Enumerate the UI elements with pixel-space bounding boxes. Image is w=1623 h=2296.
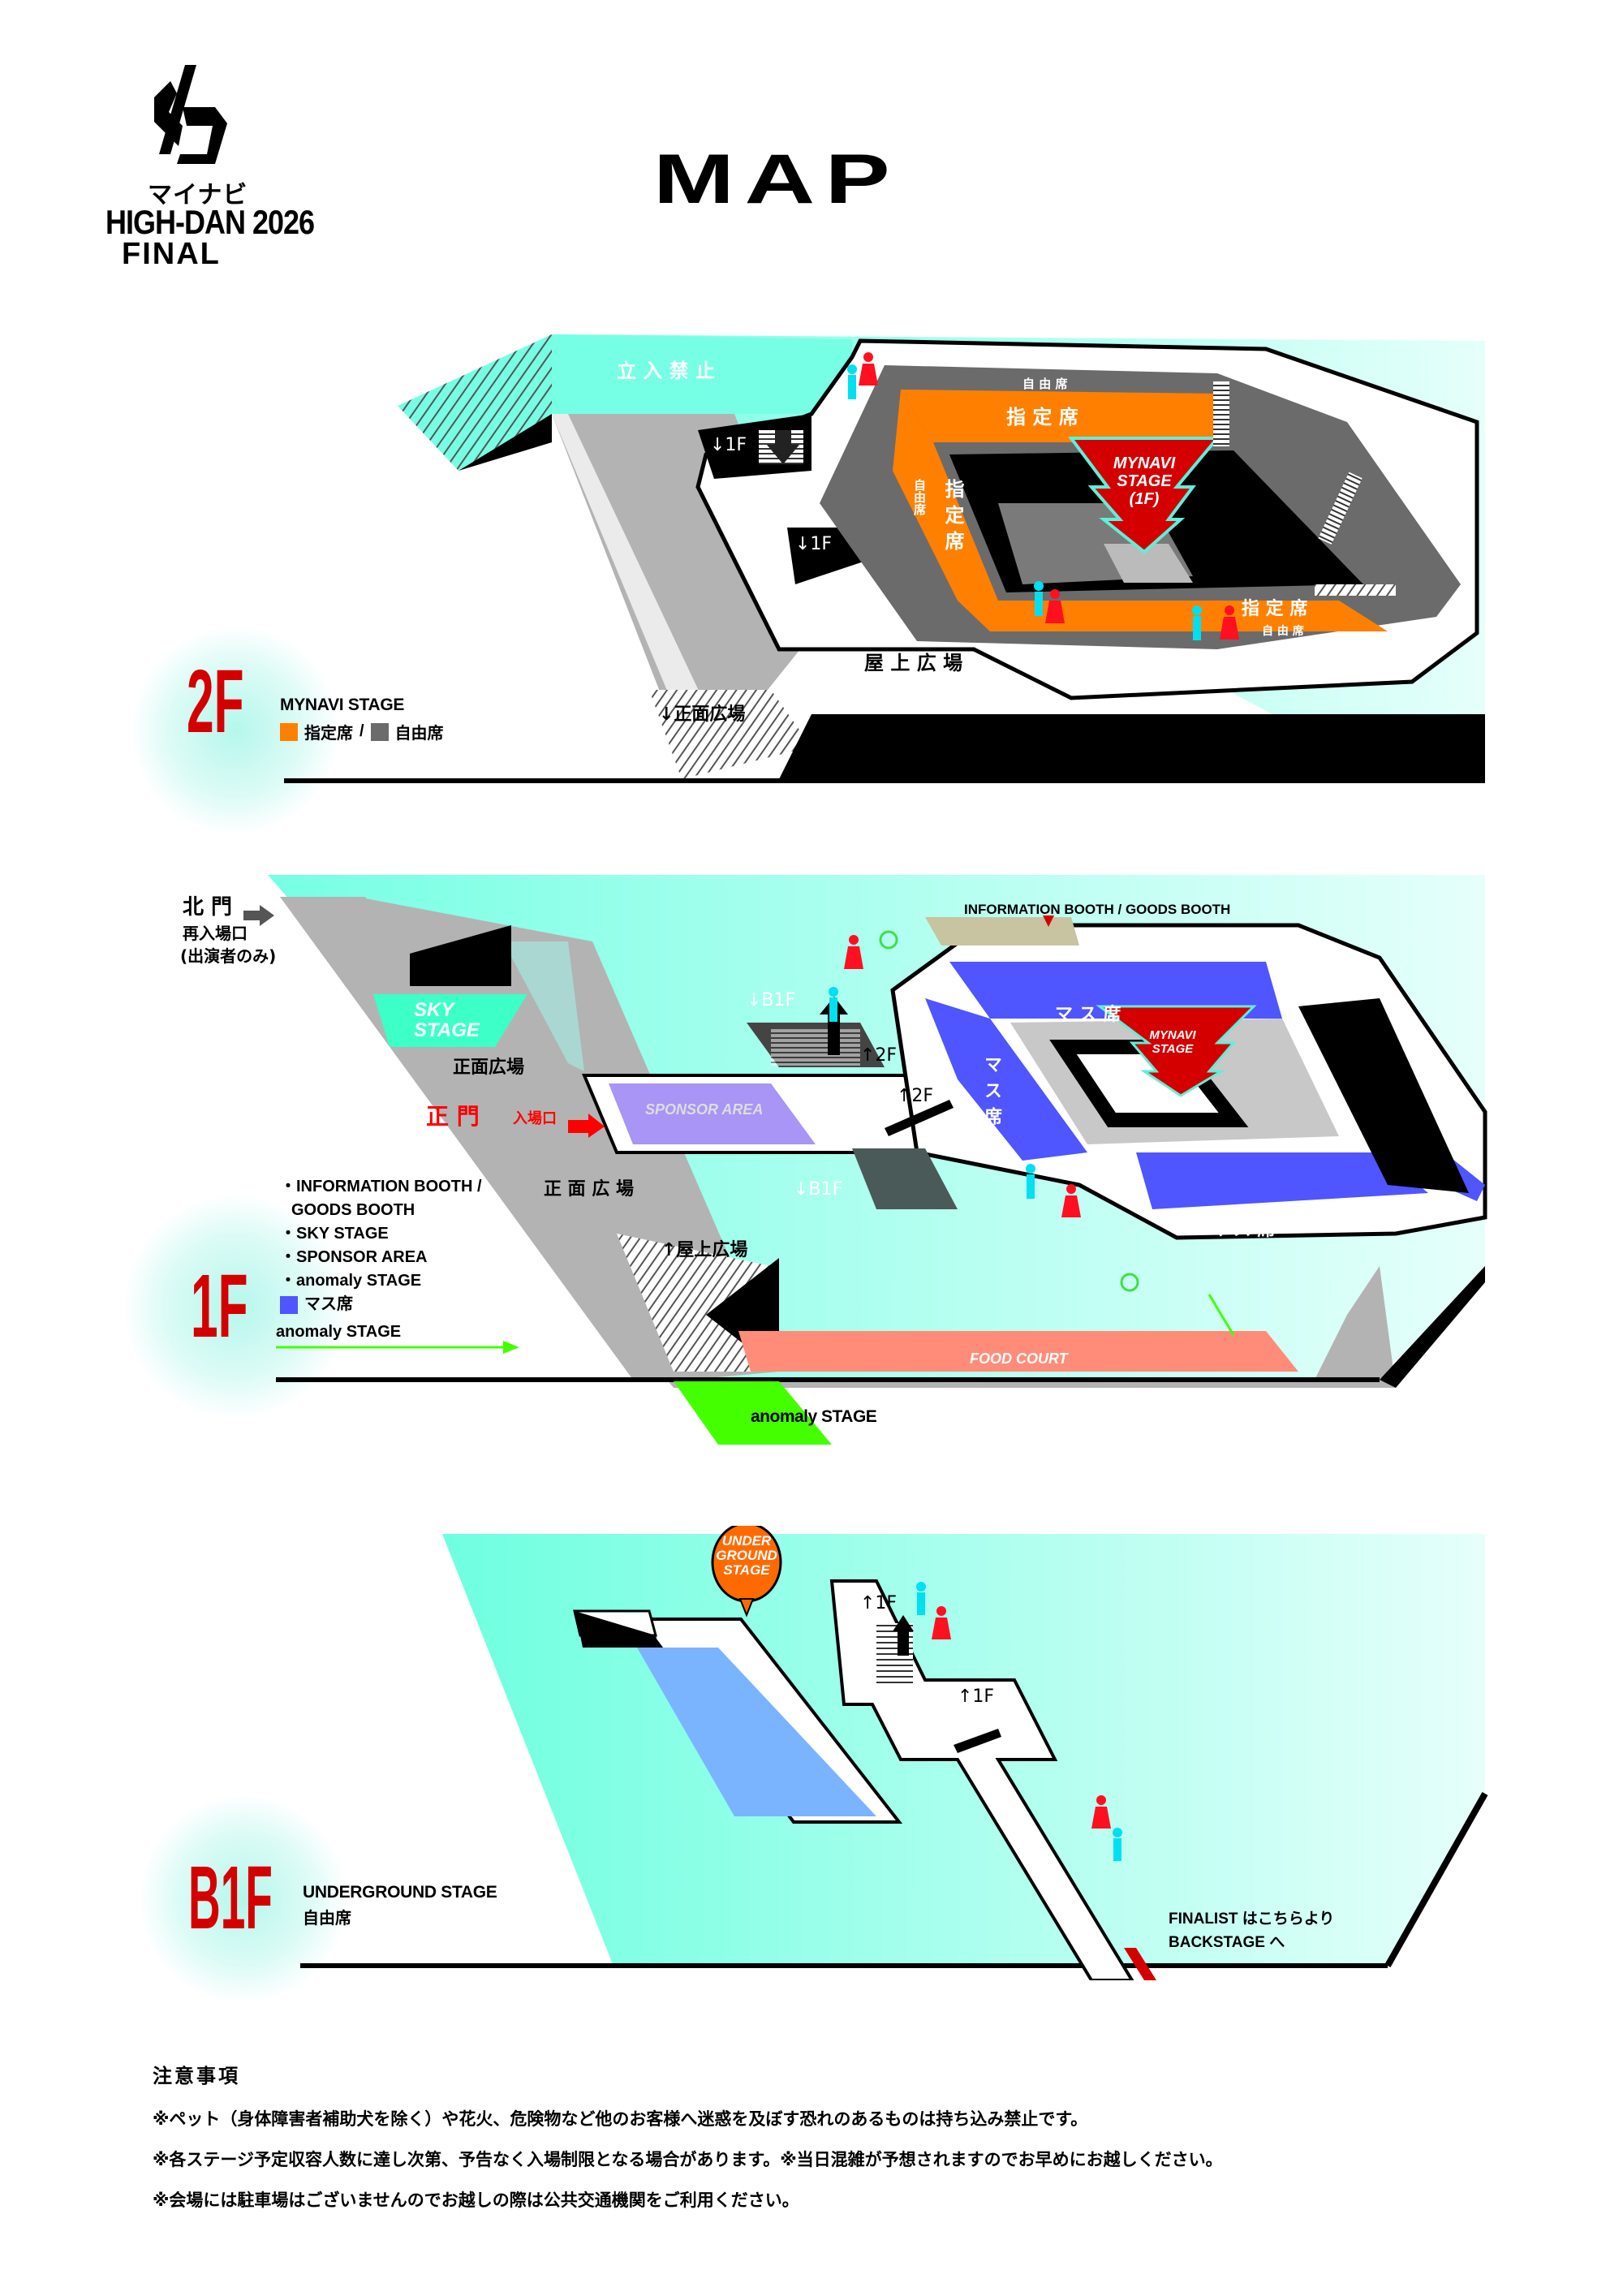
event-edition: FINAL: [122, 237, 221, 271]
reentry-label: 再入場口: [183, 924, 248, 943]
mynavi-stage-marker[interactable]: MYNAVI STAGE (1F): [1113, 454, 1176, 508]
reserved-seat-top-label: 指 定 席: [1006, 406, 1078, 429]
notes-title: 注意事項: [153, 2065, 240, 2087]
front-plaza-label: 正面広場: [453, 1058, 525, 1078]
legend-masu-row: マス席: [280, 1293, 482, 1316]
masu-swatch: [280, 1295, 298, 1314]
free-seat-top-label: 自 由 席: [1022, 377, 1068, 391]
note-item: ※会場には駐車場はございませんのでお越しの際は公共交通機関をご利用ください。: [153, 2190, 799, 2210]
masu-seat-bottom-label: マ ス 席: [1209, 1220, 1276, 1240]
notes-section: 注意事項 ※ペット（身体障害者補助犬を除く）や花火、危険物など他のお客様へ迷惑を…: [153, 2060, 1223, 2228]
free-seat-bottom-label: 自 由 席: [1262, 625, 1304, 638]
legend-free-seat: 自由席: [303, 1910, 351, 1928]
legend-title: MYNAVI STAGE: [280, 696, 405, 714]
event-name: HIGH-DAN 2026: [105, 203, 315, 242]
restroom-icon: [829, 935, 1081, 1217]
stairs-up-2f-label: ↑2F: [860, 1045, 898, 1066]
stairs-down-b1f-label: ↓B1F: [747, 990, 796, 1010]
sky-stage-marker[interactable]: SKY STAGE: [414, 999, 480, 1042]
performers-only-label: (出演者のみ): [180, 946, 277, 966]
sponsor-brand: マイナビ: [148, 182, 248, 209]
rooftop-plaza-label: 屋 上 広 場: [864, 652, 963, 674]
floor-label-1f: 1F: [191, 1256, 248, 1356]
finalist-backstage-note: FINALIST はこちらより BACKSTAGE へ: [1169, 1910, 1335, 1951]
legend-free-label: 自由席: [394, 725, 444, 743]
floor-label-2f: 2F: [187, 652, 244, 752]
floor-1f-legend: ・INFORMATION BOOTH / GOODS BOOTH ・SKY ST…: [280, 1175, 482, 1316]
floor-b1f-map: [300, 1526, 1488, 1980]
restricted-area-label: 立 入 禁 止: [617, 360, 716, 382]
floor-1f-map: [243, 875, 1487, 1445]
stairs-down-b1f-label: ↓B1F: [794, 1179, 843, 1200]
note-item: ※ペット（身体障害者補助犬を除く）や花火、危険物など他のお客様へ迷惑を及ぼす恐れ…: [153, 2109, 1088, 2129]
to-front-plaza-label: ↓正面広場: [659, 704, 746, 725]
mynavi-stage-marker[interactable]: MYNAVI STAGE: [1149, 1028, 1196, 1056]
anomaly-stage-label[interactable]: anomaly STAGE: [751, 1407, 877, 1426]
floor-burst-decoration: [122, 1193, 349, 1420]
restroom-icon: [916, 1582, 1122, 1861]
legend-title: UNDERGROUND STAGE: [303, 1883, 497, 1902]
stairs-down-1f-label: ↓1F: [795, 534, 833, 554]
north-gate-label: 北 門: [183, 895, 233, 920]
floor-burst-decoration: [138, 1794, 349, 2005]
anomaly-route-legend-label: anomaly STAGE: [276, 1323, 402, 1341]
stairs-down-1f-label: ↓1F: [710, 435, 747, 455]
reserved-swatch: [280, 722, 298, 741]
entrance-label: 入場口: [513, 1110, 557, 1127]
info-booth-label[interactable]: INFORMATION BOOTH / GOODS BOOTH: [964, 902, 1231, 917]
event-logo: マイナビ HIGH-DAN 2026 FINAL: [105, 65, 315, 271]
legend-separator: /: [359, 722, 364, 740]
food-court-label[interactable]: FOOD COURT: [970, 1350, 1068, 1367]
legend-row: 指定席 / 自由席: [280, 720, 444, 743]
floor-burst-decoration: [130, 625, 341, 836]
stairs-up-2f-label: ↑2F: [897, 1086, 934, 1106]
floor-label-b1f: B1F: [188, 1848, 273, 1948]
free-seat-left-label: 自由席: [912, 479, 927, 515]
logo-mark-icon: [154, 65, 227, 164]
floor-2f-map: [284, 334, 1485, 783]
masu-seat-top-label: マ ス 席: [1055, 1005, 1121, 1025]
reserved-seat-left-label: 指定席: [941, 479, 964, 557]
stairs-up-1f-label: ↑1F: [958, 1686, 995, 1707]
masu-seat-left-label: マス席: [981, 1055, 1001, 1133]
reserved-seat-bottom-label: 指 定 席: [1242, 599, 1308, 619]
page-title: MAP: [653, 140, 901, 218]
stairs-up-1f-label: ↑1F: [860, 1593, 898, 1613]
restroom-icon: [847, 352, 1239, 640]
note-item: ※各ステージ予定収容人数に達し次第、予告なく入場制限となる場合があります。※当日…: [153, 2150, 1223, 2169]
underground-stage-marker[interactable]: UNDER GROUND STAGE: [716, 1533, 777, 1578]
main-gate-label: 正 門: [426, 1103, 480, 1130]
sponsor-area-label[interactable]: SPONSOR AREA: [645, 1101, 764, 1118]
to-rooftop-label: ↑屋上広場: [661, 1240, 748, 1260]
free-swatch: [370, 722, 389, 741]
front-plaza-label: 正 面 広 場: [544, 1179, 634, 1200]
wheelchair-icon: [879, 930, 1139, 1292]
legend-reserved-label: 指定席: [304, 725, 353, 743]
